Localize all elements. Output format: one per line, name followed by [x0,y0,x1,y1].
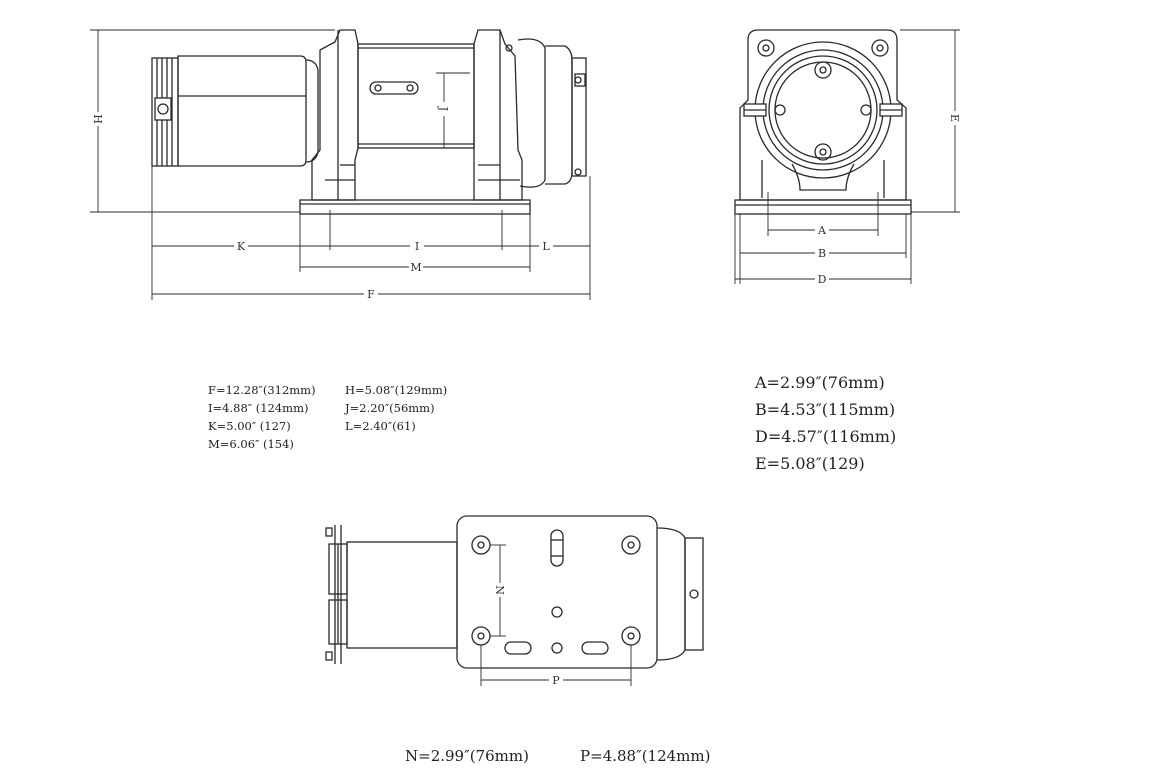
side-view [90,29,591,300]
spec-h: H=5.08″(129mm) [345,383,448,397]
spec-list-bottom-view: N=2.99″(76mm) P=4.88″(124mm) [405,746,756,765]
motor-end-cap [151,57,179,167]
drum [357,43,475,149]
spec-d: D=4.57″(116mm) [755,427,897,446]
left-housing [311,29,359,201]
bottom-motor-body [346,541,458,649]
dim-label-b: B [818,247,826,260]
end-base-plate [734,199,912,215]
spec-m: M=6.06″ (154) [208,437,294,451]
spec-l: L=2.40″(61) [345,419,416,433]
spec-j: J=2.20″(56mm) [345,401,435,415]
dim-label-h: H [91,114,104,124]
spec-b: B=4.53″(115mm) [755,400,896,419]
right-housing [473,29,523,201]
dim-label-k: K [237,240,246,253]
spec-list-side-col1: F=12.28″(312mm) I=4.88″ (124mm) K=5.00″ … [208,381,316,453]
dim-label-e: E [948,114,961,122]
spec-n: N=2.99″(76mm) [405,747,529,765]
dim-label-n: N [493,585,506,595]
dim-label-j: J [437,106,450,111]
bottom-view [325,515,704,686]
spec-p: P=4.88″(124mm) [580,747,711,765]
end-view [734,29,960,284]
dim-label-p: P [552,674,560,687]
bottom-plate [456,515,658,669]
bottom-motor-end [325,525,348,664]
dim-label-d: D [818,273,827,286]
spec-list-end-view: A=2.99″(76mm) B=4.53″(115mm) D=4.57″(116… [755,369,896,477]
dim-label-l: L [542,240,550,253]
spec-f: F=12.28″(312mm) [208,383,316,397]
spec-a: A=2.99″(76mm) [755,373,885,392]
gearbox [517,38,587,188]
dim-label-i: I [415,240,419,253]
dim-label-m: M [410,261,421,274]
end-housing [739,29,907,201]
bottom-gearbox [656,527,704,661]
spec-list-side-col2: H=5.08″(129mm) J=2.20″(56mm) L=2.40″(61) [345,381,447,435]
spec-e: E=5.08″(129) [755,454,865,473]
dimension-h [90,29,335,213]
spec-i: I=4.88″ (124mm) [208,401,309,415]
spec-k: K=5.00″ (127) [208,419,291,433]
base-plate [299,199,531,215]
dim-label-f: F [367,288,375,301]
dimension-letters: H J K I L M F E A B D N P [91,102,962,687]
dim-label-a: A [817,224,827,237]
motor-body [177,55,319,167]
